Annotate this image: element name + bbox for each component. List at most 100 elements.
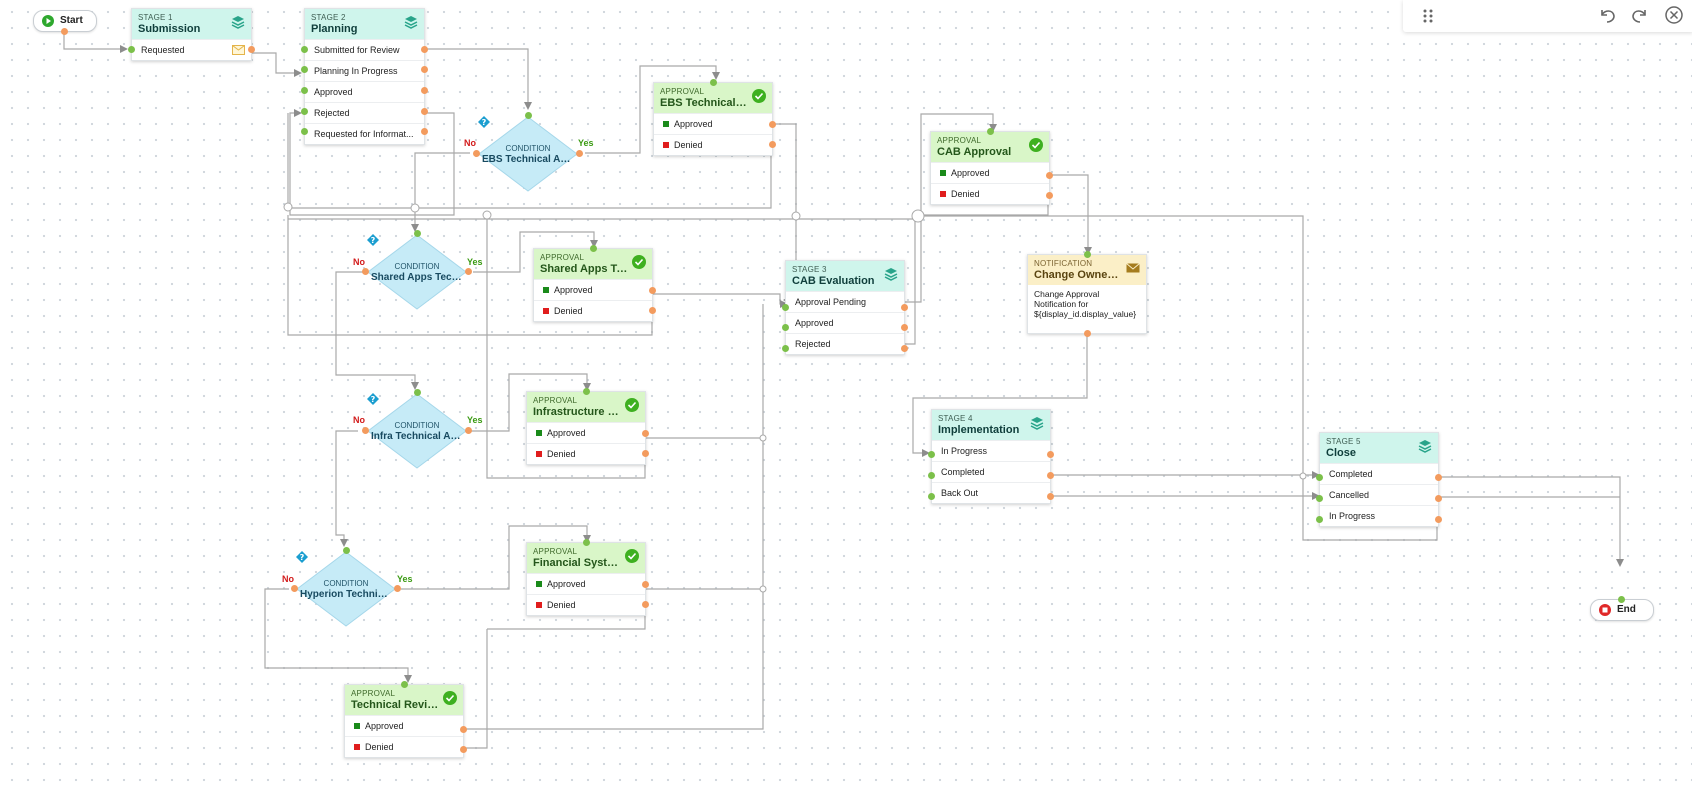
output-port[interactable] [1435,516,1442,523]
output-port[interactable] [769,121,776,128]
approval-row[interactable]: Approved [527,422,645,443]
stage-cab-evaluation[interactable]: STAGE 3 CAB Evaluation Approval Pending … [782,260,908,355]
input-port[interactable] [1316,474,1323,481]
output-port[interactable] [769,141,776,148]
input-port[interactable] [782,324,789,331]
stage-row[interactable]: Approved [786,312,904,333]
input-port[interactable] [928,493,935,500]
undo-icon[interactable] [1596,4,1618,26]
no-port[interactable] [362,427,369,434]
stage-row[interactable]: Cancelled [1320,484,1438,505]
approval-cab[interactable]: APPROVAL CAB Approval Approved Denied [930,128,1053,205]
stage-row[interactable]: In Progress [1320,505,1438,526]
yes-port[interactable] [465,268,472,275]
approval-row[interactable]: Approved [931,162,1049,183]
output-port[interactable] [642,601,649,608]
stage-row[interactable]: Submitted for Review [305,39,424,60]
output-port[interactable] [1435,474,1442,481]
end-in-port[interactable] [1618,596,1625,603]
output-port[interactable] [421,108,428,115]
stage-row[interactable]: Planning In Progress [305,60,424,81]
condition-infra[interactable]: ? CONDITION Infra Technical Ap... [362,389,472,469]
stage-close[interactable]: STAGE 5 Close Completed Cancelled In Pro… [1316,432,1442,527]
approval-technical-review[interactable]: APPROVAL Technical Review ... Approved D… [344,681,467,758]
no-port[interactable] [473,150,480,157]
input-port[interactable] [583,388,590,395]
stage-row[interactable]: Completed [1320,463,1438,484]
start-node[interactable]: Start [33,10,97,35]
input-port[interactable] [1316,516,1323,523]
input-port[interactable] [525,112,532,119]
approval-row[interactable]: Approved [345,715,463,736]
input-port[interactable] [590,245,597,252]
stage-row[interactable]: Requested [132,39,251,60]
notification-change-owner[interactable]: NOTIFICATION Change Owner No... Change A… [1027,251,1147,337]
no-port[interactable] [362,268,369,275]
condition-shared-apps[interactable]: ? CONDITION Shared Apps Tech... [362,230,472,310]
input-port[interactable] [1084,251,1091,258]
output-port[interactable] [649,307,656,314]
condition-ebs[interactable]: ? CONDITION EBS Technical Ap... [473,112,583,192]
stage-row[interactable]: Rejected [305,102,424,123]
approval-ebs[interactable]: APPROVAL EBS Technical Ap... Approved De… [653,79,776,156]
approval-row[interactable]: Approved [527,573,645,594]
approval-row[interactable]: Denied [345,736,463,757]
output-port[interactable] [1084,330,1091,337]
drag-handle-icon[interactable] [1417,4,1439,26]
output-port[interactable] [421,66,428,73]
input-port[interactable] [1316,495,1323,502]
output-port[interactable] [642,430,649,437]
stage-row[interactable]: Approval Pending [786,291,904,312]
stage-row[interactable]: Completed [932,461,1050,482]
input-port[interactable] [301,87,308,94]
stage-planning[interactable]: STAGE 2 Planning Submitted for Review Pl… [301,8,428,145]
stage-row[interactable]: Approved [305,81,424,102]
output-port[interactable] [1046,172,1053,179]
stage-row[interactable]: Rejected [786,333,904,354]
output-port[interactable] [1046,192,1053,199]
input-port[interactable] [928,472,935,479]
input-port[interactable] [301,128,308,135]
input-port[interactable] [414,389,421,396]
approval-financial-system[interactable]: APPROVAL Financial System ... Approved D… [526,539,649,616]
output-port[interactable] [642,581,649,588]
stage-submission[interactable]: STAGE 1 Submission Requested [128,8,255,61]
output-port[interactable] [460,726,467,733]
no-port[interactable] [291,585,298,592]
output-port[interactable] [1047,451,1054,458]
approval-infrastructure[interactable]: APPROVAL Infrastructure Tec... Approved … [526,388,649,465]
input-port[interactable] [782,304,789,311]
output-port[interactable] [642,450,649,457]
redo-icon[interactable] [1629,4,1651,26]
stage-implementation[interactable]: STAGE 4 Implementation In Progress Compl… [928,409,1054,504]
output-port[interactable] [460,746,467,753]
stage-row[interactable]: In Progress [932,440,1050,461]
approval-row[interactable]: Denied [527,594,645,615]
output-port[interactable] [649,287,656,294]
approval-row[interactable]: Denied [654,134,772,155]
stage-row[interactable]: Requested for Informat... [305,123,424,144]
approval-row[interactable]: Denied [527,443,645,464]
input-port[interactable] [401,681,408,688]
output-port[interactable] [248,46,255,53]
input-port[interactable] [301,66,308,73]
input-port[interactable] [343,547,350,554]
output-port[interactable] [421,46,428,53]
output-port[interactable] [1047,493,1054,500]
approval-row[interactable]: Approved [654,113,772,134]
approval-row[interactable]: Approved [534,279,652,300]
input-port[interactable] [583,539,590,546]
close-icon[interactable] [1663,4,1685,26]
output-port[interactable] [421,128,428,135]
input-port[interactable] [987,128,994,135]
approval-row[interactable]: Denied [931,183,1049,204]
input-port[interactable] [710,79,717,86]
approval-shared-apps[interactable]: APPROVAL Shared Apps Tech... Approved De… [533,245,656,322]
input-port[interactable] [782,345,789,352]
output-port[interactable] [1047,472,1054,479]
output-port[interactable] [901,345,908,352]
input-port[interactable] [928,451,935,458]
stage-row[interactable]: Back Out [932,482,1050,503]
yes-port[interactable] [394,585,401,592]
